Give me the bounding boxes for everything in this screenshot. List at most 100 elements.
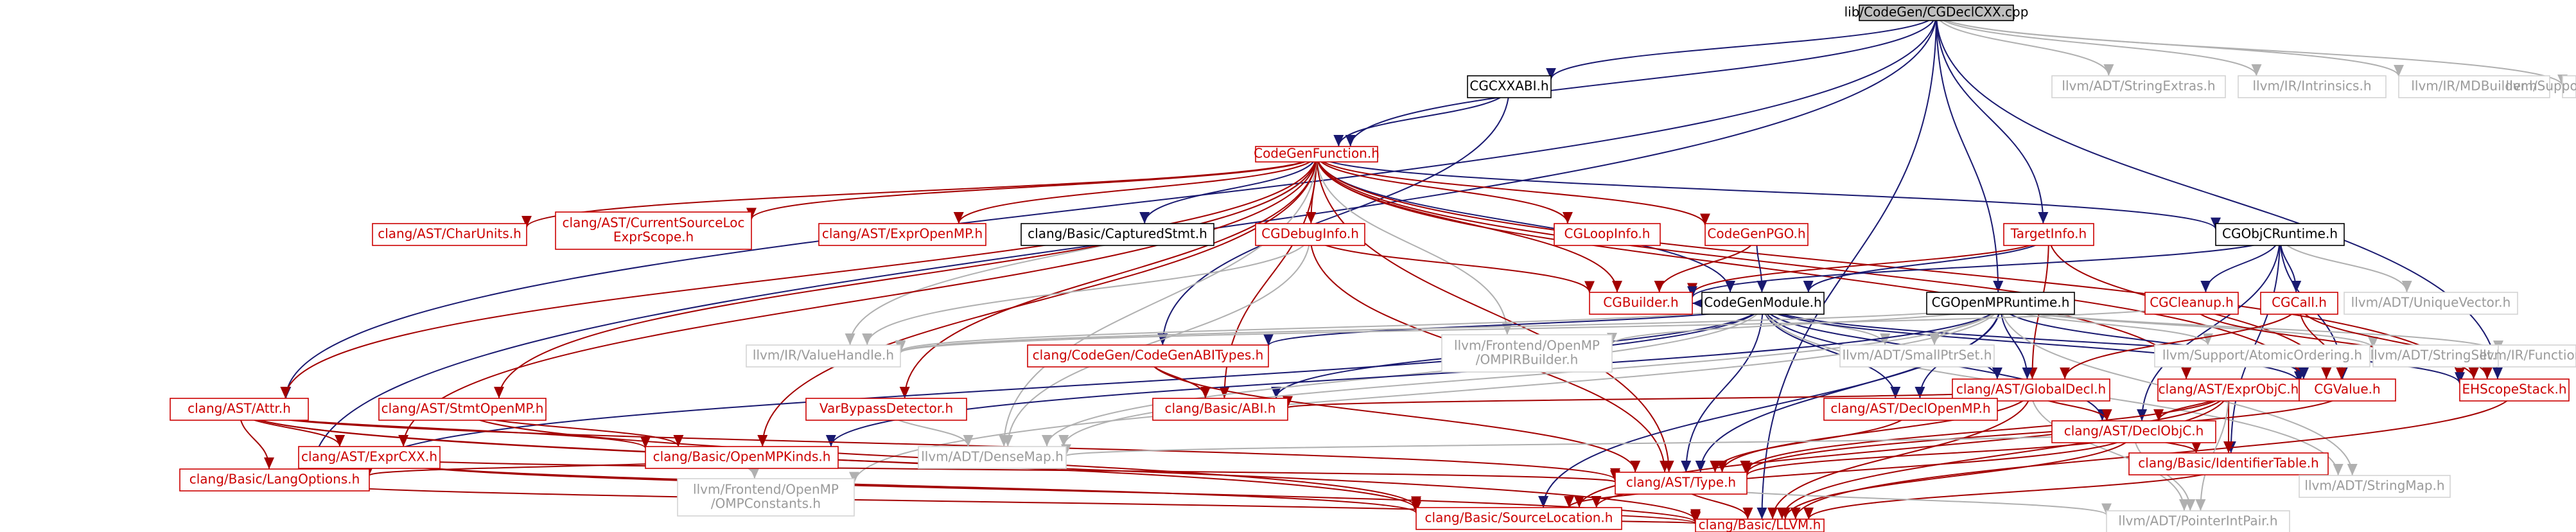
node-stringextras-label: llvm/ADT/StringExtras.h	[2062, 78, 2215, 94]
node-attr-box	[170, 398, 309, 421]
node-charunits[interactable]: clang/AST/CharUnits.h	[372, 223, 527, 246]
node-pointerintpair-label: llvm/ADT/PointerIntPair.h	[2118, 513, 2277, 529]
edge-codegenfunction-to-asttype	[1316, 154, 1674, 473]
node-varbypass-label: VarBypassDetector.h	[819, 401, 953, 416]
node-codegenabitypes[interactable]: clang/CodeGen/CodeGenABITypes.h	[1027, 344, 1269, 368]
node-uniquevector-box	[2344, 292, 2518, 315]
node-uniquevector: llvm/ADT/UniqueVector.h	[2344, 292, 2518, 315]
node-exprobjc-label: clang/AST/ExprObjC.h	[2159, 382, 2299, 397]
edge-codegenfunction-to-cgvalue	[1316, 154, 2305, 380]
edge-exprcxx-to-sourcelocation	[369, 457, 1421, 514]
node-declobjc-label: clang/AST/DeclObjC.h	[2064, 423, 2204, 439]
node-cgvalue[interactable]: CGValue.h	[2299, 378, 2396, 402]
node-ompconstants-box	[677, 478, 855, 517]
node-openmpkinds-box	[645, 446, 839, 469]
node-codegenfunction[interactable]: CodeGenFunction.h	[1254, 146, 1380, 163]
node-stmtopenmp-box	[378, 398, 547, 421]
edge-codegenfunction-to-exprcxx	[398, 154, 1317, 447]
node-attr-label: clang/AST/Attr.h	[188, 401, 291, 416]
node-root[interactable]: lib/CodeGen/CGDeclCXX.cpp	[1844, 4, 2029, 21]
node-exprmp-label: clang/AST/ExprOpenMP.h	[822, 226, 983, 242]
node-cgobjcruntime-box	[2215, 223, 2345, 246]
node-exprmp-box	[818, 223, 986, 246]
node-charunits-label: clang/AST/CharUnits.h	[378, 226, 521, 242]
node-asttype[interactable]: clang/AST/Type.h	[1615, 472, 1748, 495]
edge-cgopenmpruntime-to-globaldecl	[2000, 303, 2033, 380]
node-cgbuilder[interactable]: CGBuilder.h	[1589, 292, 1693, 315]
edge-cgobjcruntime-to-cgbuilder	[1687, 234, 2281, 298]
node-exprobjc[interactable]: clang/AST/ExprObjC.h	[2157, 378, 2300, 402]
node-cgopenmpruntime-label: CGOpenMPRuntime.h	[1932, 295, 2070, 310]
node-cgcall[interactable]: CGCall.h	[2260, 292, 2338, 315]
node-exprmp[interactable]: clang/AST/ExprOpenMP.h	[818, 223, 986, 246]
node-cgcleanup[interactable]: CGCleanup.h	[2144, 292, 2239, 315]
node-path-label: llvm/Support/Path.h	[2506, 78, 2576, 94]
node-declopenmp[interactable]: clang/AST/DeclOpenMP.h	[1823, 398, 1998, 421]
node-targetinfo[interactable]: TargetInfo.h	[2003, 223, 2094, 246]
node-atomicordering-label: llvm/Support/AtomicOrdering.h	[2162, 348, 2362, 363]
node-smallptrset: llvm/ADT/SmallPtrSet.h	[1839, 344, 1995, 368]
edge-codegenfunction-to-stmtopenmp	[494, 154, 1317, 399]
node-codegenmodule-box	[1701, 292, 1825, 315]
node-cgdebuginfo[interactable]: CGDebugInfo.h	[1255, 223, 1365, 246]
node-cgobjcruntime[interactable]: CGObjCRuntime.h	[2215, 223, 2345, 246]
node-langoptions[interactable]: clang/Basic/LangOptions.h	[179, 468, 370, 492]
node-declobjc[interactable]: clang/AST/DeclObjC.h	[2051, 420, 2216, 443]
edge-root-to-attr	[281, 12, 1937, 399]
node-codegenpgo[interactable]: CodeGenPGO.h	[1704, 223, 1809, 246]
node-smallptrset-label: llvm/ADT/SmallPtrSet.h	[1843, 348, 1992, 363]
node-cgobjcruntime-label: CGObjCRuntime.h	[2222, 226, 2338, 242]
node-stmtopenmp[interactable]: clang/AST/StmtOpenMP.h	[378, 398, 547, 421]
node-path-box	[2562, 75, 2576, 98]
edge-cgopenmpruntime-to-densemap	[1058, 303, 2001, 447]
node-exprcxx[interactable]: clang/AST/ExprCXX.h	[298, 446, 441, 469]
node-cgopenmpruntime-box	[1926, 292, 2075, 315]
node-irfunction-box	[2498, 344, 2576, 368]
node-codegenabitypes-box	[1027, 344, 1269, 368]
node-basicabi[interactable]: clang/Basic/ABI.h	[1152, 398, 1288, 421]
node-ehscopestack-label: EHScopeStack.h	[2462, 382, 2566, 397]
edge-codegenabitypes-to-asttype	[1147, 355, 1641, 473]
node-ompconstants-label: llvm/Frontend/OpenMP	[693, 482, 839, 497]
node-stringextras: llvm/ADT/StringExtras.h	[2051, 75, 2226, 98]
node-ehscopestack-box	[2459, 378, 2570, 402]
edge-declobjc-to-llvmh	[1780, 431, 2135, 520]
edge-root-to-cgcxxabi	[1546, 12, 1937, 80]
node-ompconstants: llvm/Frontend/OpenMP/OMPConstants.h	[677, 478, 855, 517]
node-cgloopinfo[interactable]: CGLoopInfo.h	[1554, 223, 1661, 246]
node-cgcxxabi[interactable]: CGCXXABI.h	[1467, 75, 1552, 98]
node-capturedstmt[interactable]: clang/Basic/CapturedStmt.h	[1021, 223, 1214, 246]
edge-globaldecl-to-asttype	[1717, 389, 2032, 473]
node-llvmh[interactable]: clang/Basic/LLVM.h	[1695, 517, 1825, 532]
node-cgcall-box	[2260, 292, 2338, 315]
node-sourcelocation[interactable]: clang/Basic/SourceLocation.h	[1415, 507, 1622, 530]
node-openmpkinds[interactable]: clang/Basic/OpenMPKinds.h	[645, 446, 839, 469]
node-densemap-box	[918, 446, 1067, 469]
node-ehscopestack[interactable]: EHScopeStack.h	[2459, 378, 2570, 402]
edge-codegenfunction-to-capturedstmt	[1139, 154, 1317, 224]
node-stringset-box	[2372, 344, 2502, 368]
node-codegenfunction-label: CodeGenFunction.h	[1254, 146, 1380, 161]
node-attr[interactable]: clang/AST/Attr.h	[170, 398, 309, 421]
node-irfunction-label: llvm/IR/Function.h	[2480, 348, 2576, 363]
node-cgvalue-box	[2299, 378, 2396, 402]
edge-cgdebuginfo-to-valuehandle	[862, 234, 1311, 346]
node-stringset: llvm/ADT/StringSet.h	[2370, 344, 2504, 368]
node-cgopenmpruntime[interactable]: CGOpenMPRuntime.h	[1926, 292, 2075, 315]
node-ompirbuilder-box	[1441, 334, 1613, 373]
node-codegenmodule[interactable]: CodeGenModule.h	[1701, 292, 1825, 315]
node-varbypass[interactable]: VarBypassDetector.h	[805, 398, 967, 421]
edge-root-to-intrinsics	[1936, 12, 2262, 76]
edge-root-to-path	[1936, 12, 2568, 87]
node-capturedstmt-box	[1021, 223, 1214, 246]
node-identifiertable[interactable]: clang/Basic/IdentifierTable.h	[2128, 452, 2329, 475]
node-globaldecl[interactable]: clang/AST/GlobalDecl.h	[1952, 378, 2110, 402]
node-codegenmodule-label: CodeGenModule.h	[1704, 295, 1821, 310]
edge-attr-to-asttype	[238, 409, 1620, 481]
node-exprobjc-box	[2157, 378, 2300, 402]
edge-exprobjc-to-pointerintpair	[2195, 389, 2229, 511]
node-valuehandle: llvm/IR/ValueHandle.h	[746, 344, 901, 368]
